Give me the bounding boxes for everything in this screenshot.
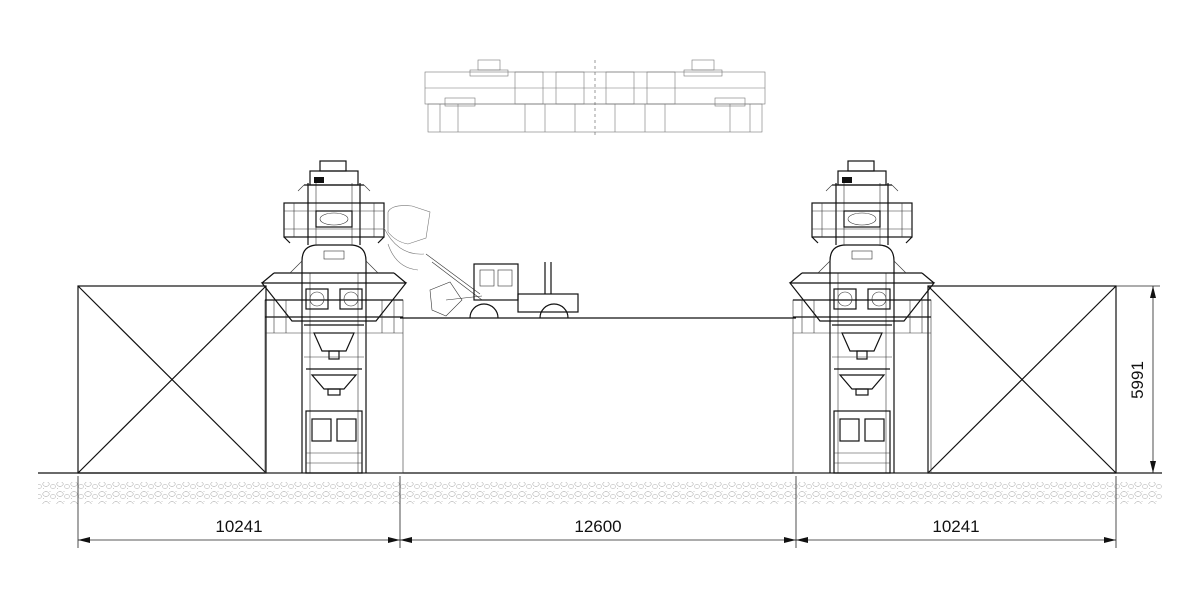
dimension-height: 5991 <box>1116 285 1160 474</box>
dimension-center-label: 12600 <box>574 517 621 536</box>
dimension-right: 10241 <box>796 476 1117 548</box>
right-mixing-tower <box>789 160 935 474</box>
dimension-center: 12600 <box>400 476 797 548</box>
ground-texture <box>38 482 1162 504</box>
right-storage-bay <box>927 285 1117 474</box>
plan-view <box>424 59 766 135</box>
wheel-loader <box>383 205 579 319</box>
dimension-height-label: 5991 <box>1128 361 1147 399</box>
dimension-left-label: 10241 <box>215 517 262 536</box>
left-storage-bay <box>77 285 267 474</box>
dimension-left: 10241 <box>77 476 401 548</box>
dimension-right-label: 10241 <box>932 517 979 536</box>
left-mixing-tower <box>261 160 407 474</box>
